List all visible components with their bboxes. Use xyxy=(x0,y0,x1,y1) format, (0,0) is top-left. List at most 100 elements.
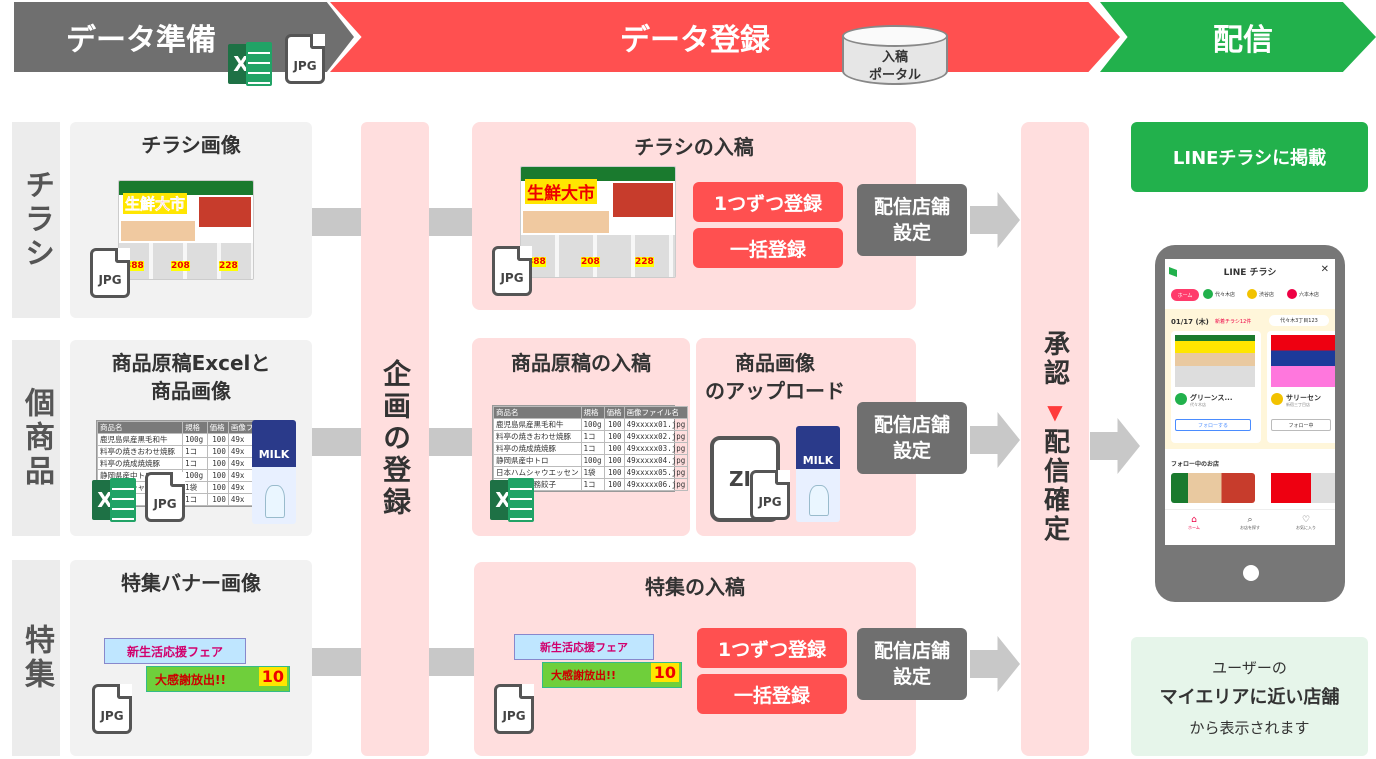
delivery-note-2: マイエリアに近い店舗 xyxy=(1159,687,1340,708)
phone-new-count: 新着チラシ12件 xyxy=(1215,319,1252,325)
following-section-title: フォロー中のお店 xyxy=(1171,461,1220,468)
follow-button[interactable]: フォローする xyxy=(1175,419,1251,431)
table-cell: 100g xyxy=(580,454,605,467)
jpg-file-icon: JPG xyxy=(145,472,185,522)
table-cell: 49xxxxx05.jpg xyxy=(623,466,689,479)
register-feature-title: 特集の入稿 xyxy=(645,575,745,599)
jpg-file-icon: JPG xyxy=(285,34,325,84)
table-cell: 1コ xyxy=(182,445,208,458)
table-cell: 料亭の焼きおわせ焼豚 xyxy=(96,445,184,458)
feature-bulk-button[interactable]: 一括登録 xyxy=(697,674,847,714)
store-logo-icon xyxy=(1247,289,1257,299)
table-header-row: 商品名規格価格画像ファイル名 xyxy=(493,406,689,419)
excel-icon: X xyxy=(228,42,272,86)
flyer-price-2: 208 xyxy=(171,261,190,271)
store-chip-3[interactable]: 六本木店 xyxy=(1287,289,1319,299)
table-cell: 100 xyxy=(206,457,229,470)
register-item-title: 商品原稿の入稿 xyxy=(511,351,651,375)
flyer-thumbnail xyxy=(1175,335,1255,387)
table-cell: 100 xyxy=(603,454,625,467)
prep-item-title-2: 商品画像 xyxy=(151,379,231,403)
jpg-file-icon: JPG xyxy=(92,684,132,734)
feature-store-setting-button[interactable]: 配信店舗設定 xyxy=(857,628,967,700)
table-cell: 商品名 xyxy=(493,406,582,419)
nav-search[interactable]: ⌕お店を探す xyxy=(1235,515,1265,531)
table-cell: 100 xyxy=(603,442,625,455)
flyer-image: 生鮮大市 388 208 228 xyxy=(520,166,676,278)
table-cell: 100 xyxy=(206,433,229,446)
table-cell: 1袋 xyxy=(182,481,208,494)
flyer-one-by-one-button[interactable]: 1つずつ登録 xyxy=(693,182,843,222)
store-chip-1[interactable]: 代々木店 xyxy=(1203,289,1235,299)
following-thumb-2[interactable] xyxy=(1263,473,1335,503)
table-cell: 商品名 xyxy=(96,421,184,434)
following-button[interactable]: フォロー中 xyxy=(1271,419,1331,431)
row-label-flyer: チラシ xyxy=(12,122,60,318)
flyer-store-setting-button[interactable]: 配信店舗設定 xyxy=(857,184,967,256)
store-chip-2[interactable]: 渋谷店 xyxy=(1247,289,1274,299)
store-logo-icon xyxy=(1287,289,1297,299)
row-label-item: 個商品 xyxy=(12,340,60,536)
register-item-image-title-2: のアップロード xyxy=(705,379,845,403)
prep-flyer-title: チラシ画像 xyxy=(141,133,241,157)
feature-banner-image: 新生活応援フェア 大感謝放出!!10 xyxy=(104,638,290,694)
prep-item-title-1: 商品原稿Excelと xyxy=(111,351,271,375)
table-cell: 1コ xyxy=(182,493,208,506)
stage-data-prep-label: データ準備 xyxy=(66,23,216,58)
beginner-icon xyxy=(1169,267,1177,277)
table-cell: 鹿児島県産黒毛和牛 xyxy=(493,418,582,431)
item-store-setting-button[interactable]: 配信店舗設定 xyxy=(857,402,967,474)
flyer-bulk-button[interactable]: 一括登録 xyxy=(693,228,843,268)
flyer-price-1: 388 xyxy=(125,261,144,271)
row-label-feature: 特集 xyxy=(12,560,60,756)
table-cell: 49xxxxx03.jpg xyxy=(623,442,689,455)
table-cell: 100 xyxy=(603,430,625,443)
following-thumb-1[interactable] xyxy=(1171,473,1255,503)
table-cell: 49xxxxx01.jpg xyxy=(623,418,689,431)
close-icon[interactable]: ✕ xyxy=(1320,264,1329,275)
nav-favorites[interactable]: ♡お気に入り xyxy=(1291,515,1321,531)
phone-date: 01/17 (木) xyxy=(1171,318,1209,326)
table-cell: 100 xyxy=(603,418,625,431)
search-icon: ⌕ xyxy=(1247,515,1253,525)
table-cell: 画像ファイル名 xyxy=(623,406,689,419)
flyer-thumbnail xyxy=(1271,335,1335,387)
phone-location[interactable]: 代々木3丁目123 xyxy=(1269,315,1329,326)
register-flyer-title: チラシの入稿 xyxy=(634,135,754,159)
heart-icon: ♡ xyxy=(1301,515,1311,525)
table-cell: 1コ xyxy=(182,457,208,470)
prep-feature-title: 特集バナー画像 xyxy=(121,571,261,595)
approval-column: 承認 ▼ 配信確定 xyxy=(1021,122,1089,756)
table-cell: 49xxxxx06.jpg xyxy=(623,478,689,491)
table-cell: 1袋 xyxy=(580,466,605,479)
tab-home[interactable]: ホーム xyxy=(1171,289,1199,301)
approval-down-marker: ▼ xyxy=(1047,400,1063,424)
table-cell: 1コ xyxy=(580,478,605,491)
store-logo-icon xyxy=(1271,393,1283,405)
table-cell: 料亭の焼成焼焼豚 xyxy=(493,442,582,455)
table-cell: 静岡県産中トロ xyxy=(493,454,582,467)
flyer-card-2[interactable]: サリーセン 新宿三丁目店 フォロー中 xyxy=(1267,331,1335,443)
flyer-price-3: 228 xyxy=(219,261,238,271)
feature-one-by-one-button[interactable]: 1つずつ登録 xyxy=(697,628,847,668)
line-badge: LINEチラシに掲載 xyxy=(1131,122,1368,192)
table-cell: 100g xyxy=(182,433,208,446)
banner-top-text: 新生活応援フェア xyxy=(104,638,246,664)
table-cell: 100 xyxy=(603,466,625,479)
flyer-card-1[interactable]: グリーンス... 代々木店 フォローする xyxy=(1171,331,1261,443)
approval-text-2: 配信確定 xyxy=(1039,428,1070,544)
excel-icon: X xyxy=(490,478,534,522)
table-cell: 100 xyxy=(206,445,229,458)
phone-home-button xyxy=(1243,565,1259,581)
excel-icon: X xyxy=(92,478,136,522)
nav-home[interactable]: ⌂ホーム xyxy=(1179,515,1209,531)
phone-screen: LINE チラシ ✕ ホーム 代々木店 渋谷店 六本木店 01/17 (木) 新… xyxy=(1165,259,1335,545)
banner-bottom-text: 大感謝放出!!10 xyxy=(146,666,290,692)
store-logo-icon xyxy=(1175,393,1187,405)
table-cell: 規格 xyxy=(580,406,605,419)
arrow-item xyxy=(970,412,1020,468)
table-cell: 1コ xyxy=(580,442,605,455)
